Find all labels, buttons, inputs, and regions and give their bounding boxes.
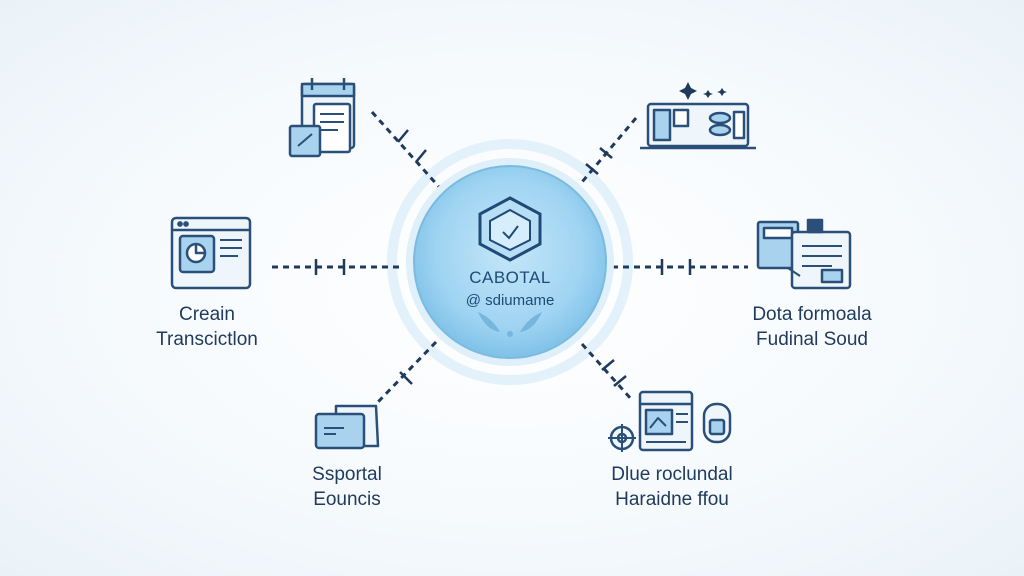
hub-node — [406, 158, 614, 366]
node-label-line: Haraidne ffou — [615, 489, 729, 510]
hub-subtitle: @ sdiumame — [465, 292, 555, 309]
node-label-line: Eouncis — [313, 489, 381, 510]
connector-tick — [397, 129, 409, 143]
connector-tick — [601, 359, 615, 371]
node-label-right: Dota formoala Fudinal Soud — [722, 302, 902, 352]
connector-tick — [415, 149, 427, 163]
browser-chart-icon — [170, 216, 252, 290]
document-calendar-icon — [288, 78, 356, 158]
connector-bottom-right — [580, 343, 634, 401]
node-label-line: Dota formoala — [752, 304, 872, 325]
node-label-line: Fudinal Soud — [756, 329, 868, 350]
hub-glow — [387, 139, 633, 385]
node-label-left: Creain Transcictlon — [132, 302, 282, 352]
hub-title: CABOTAL — [469, 268, 551, 287]
connector-top-left — [370, 110, 442, 190]
dashboard-panel-icon — [640, 102, 756, 150]
connector-tick — [613, 375, 627, 387]
node-label-line: Creain — [179, 304, 235, 325]
connector-tick — [599, 147, 613, 159]
node-label-line: Ssportal — [312, 464, 382, 485]
sparkle-icon — [679, 82, 727, 100]
shield-icon — [478, 196, 542, 262]
document-lock-icon — [638, 390, 732, 452]
node-label-bottom-right: Dlue roclundal Haraidne ffou — [582, 462, 762, 512]
connector-tick — [399, 371, 413, 385]
node-label-line: Dlue roclundal — [611, 464, 733, 485]
hub-wings-icon — [478, 312, 542, 337]
folder-icon — [314, 404, 380, 450]
connector-tick — [585, 163, 599, 175]
connector-bottom-left — [376, 340, 438, 404]
gear-icon — [608, 424, 636, 452]
node-label-line: Transcictlon — [156, 329, 258, 350]
node-label-bottom-left: Ssportal Eouncis — [282, 462, 412, 512]
hub-circle — [413, 165, 607, 359]
documents-stack-icon — [756, 218, 852, 290]
